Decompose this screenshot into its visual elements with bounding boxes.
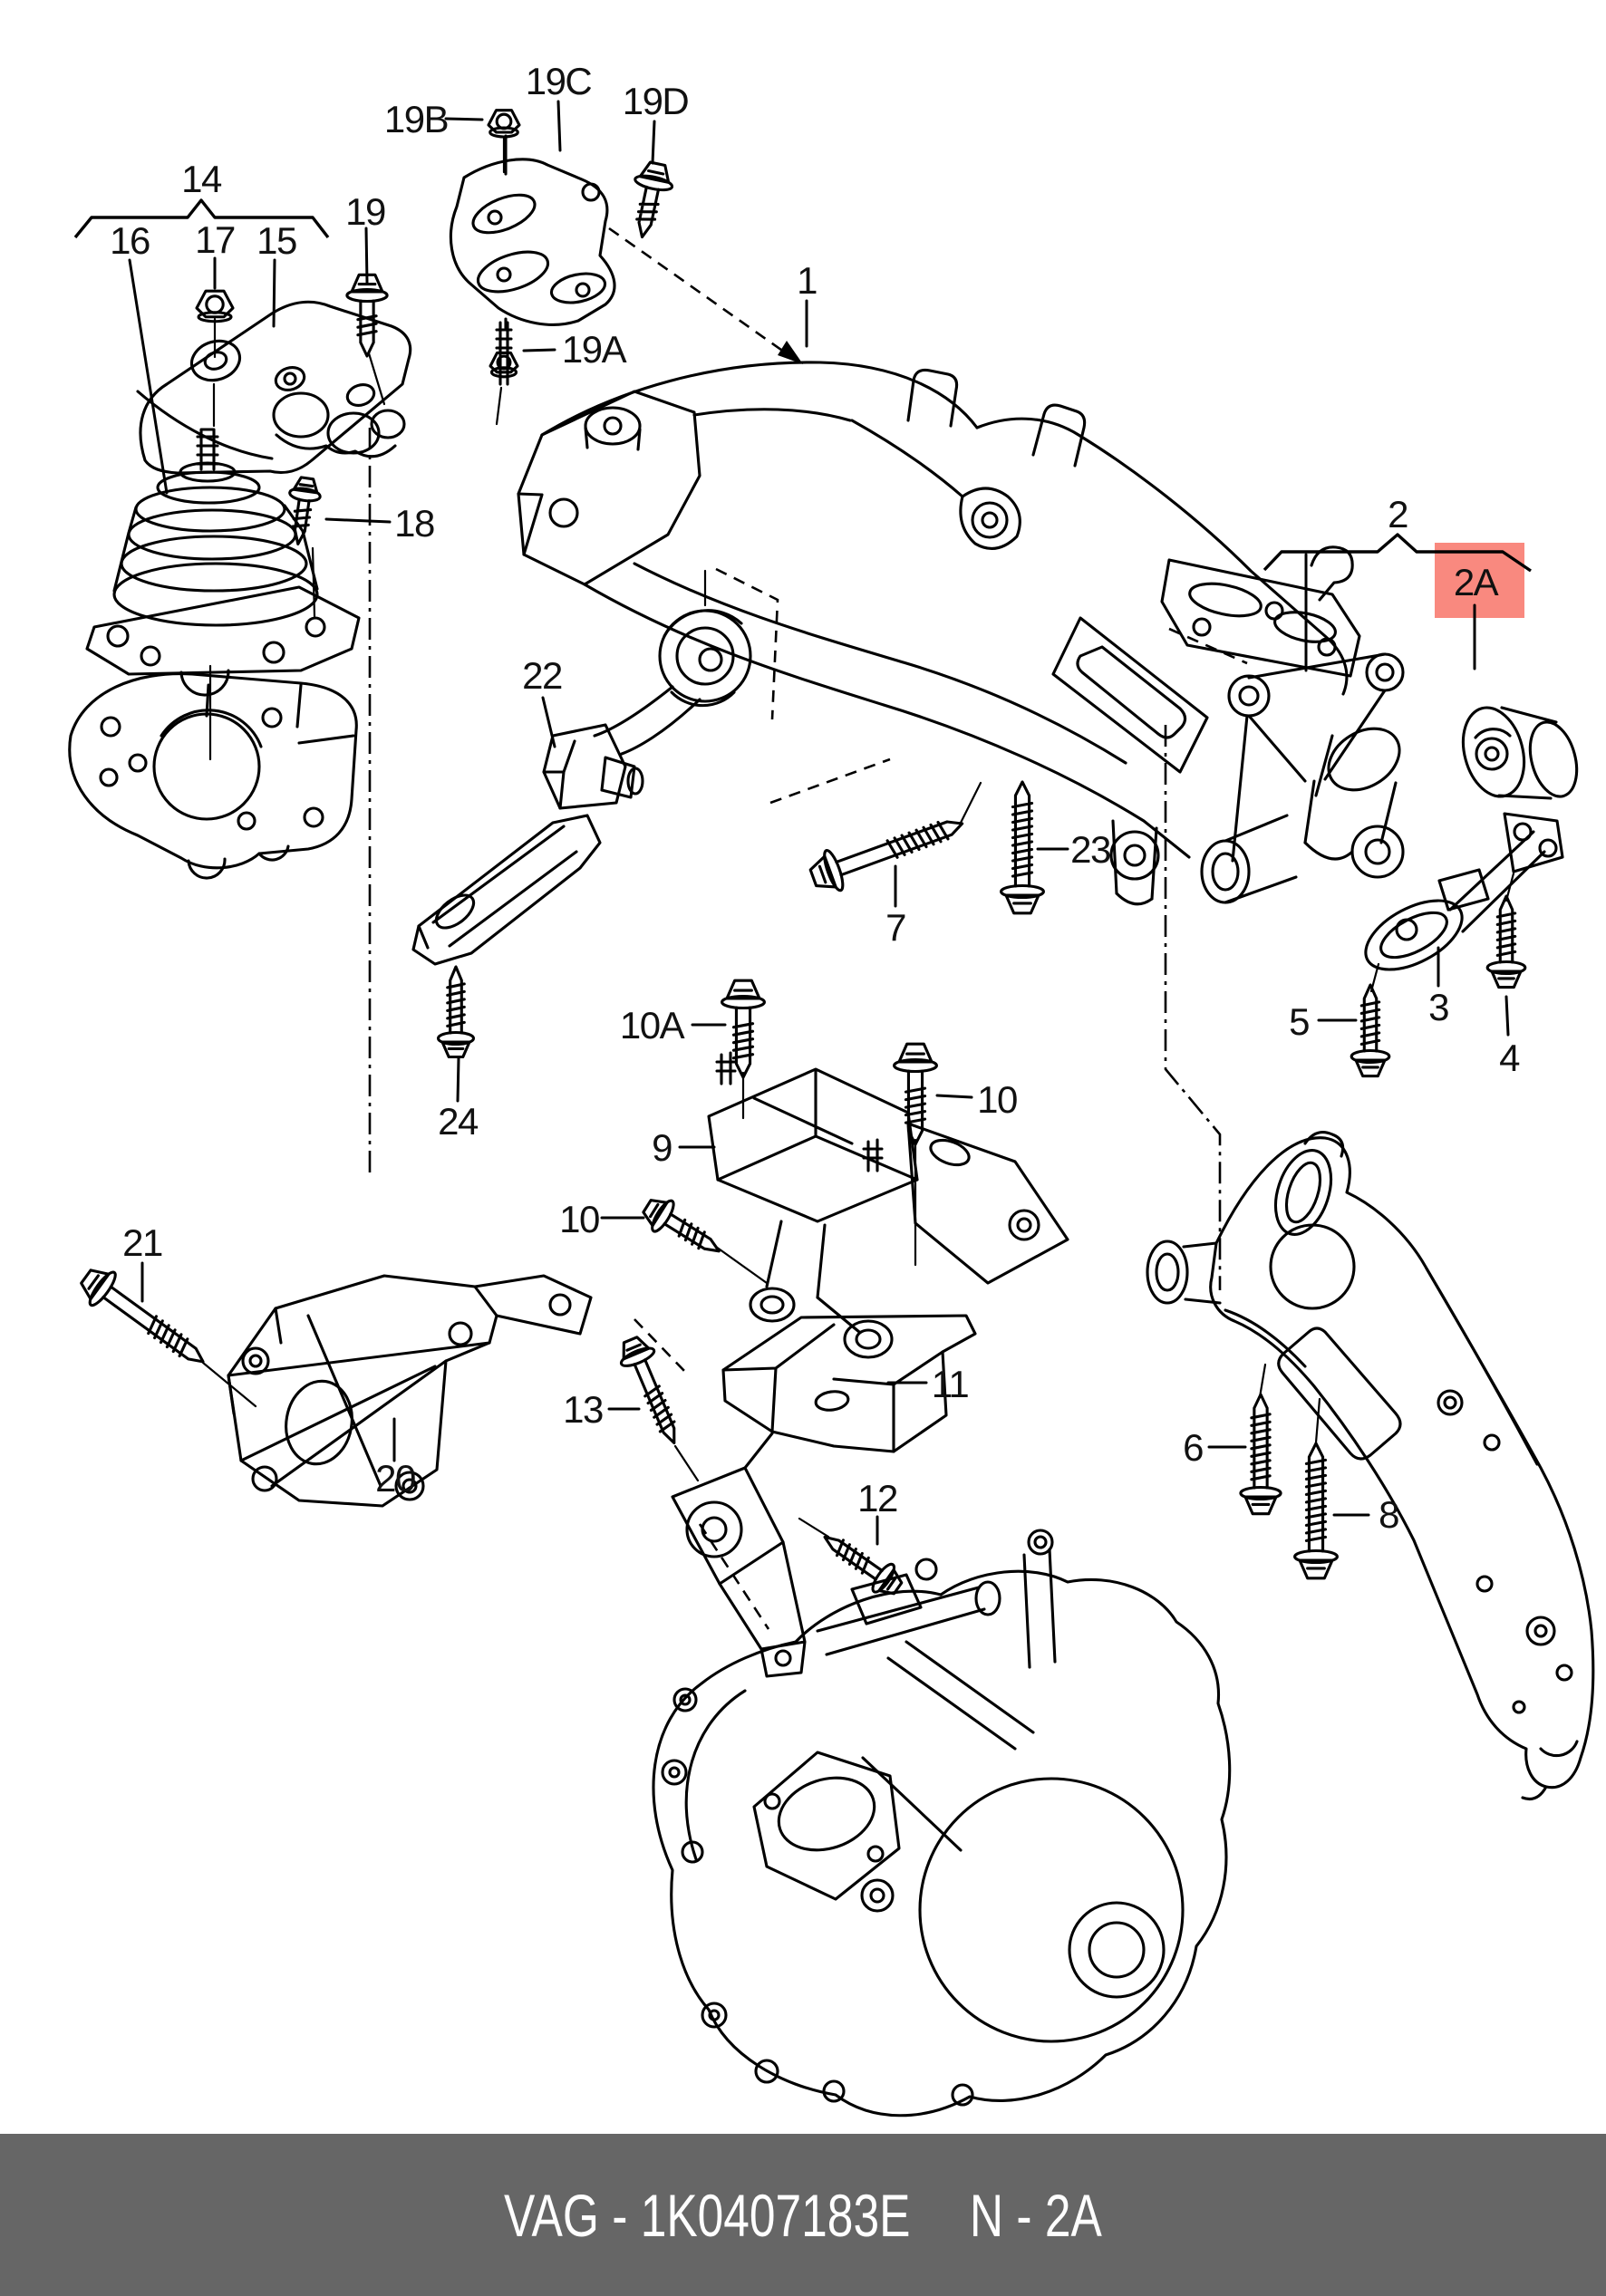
part-label-5[interactable]: 5: [1289, 1000, 1311, 1043]
part-label-19c[interactable]: 19C: [526, 60, 593, 102]
bolt-icon: [1293, 1442, 1339, 1580]
part-label-6[interactable]: 6: [1183, 1426, 1204, 1469]
part-label-8[interactable]: 8: [1379, 1493, 1400, 1536]
part-label-3[interactable]: 3: [1428, 986, 1450, 1028]
leader-lines: [73, 100, 1532, 1546]
footer-catalog-code: VAG - 1K0407183E: [504, 2181, 911, 2249]
part-label-19a[interactable]: 19A: [562, 328, 628, 371]
bolt-icon: [823, 1535, 904, 1596]
bolt-icon: [436, 965, 476, 1059]
bolt-icon: [893, 1042, 938, 1146]
part-label-18[interactable]: 18: [394, 502, 435, 545]
part-label-21[interactable]: 21: [122, 1221, 163, 1264]
part-label-10-right[interactable]: 10: [977, 1078, 1018, 1121]
bolt-icon: [634, 160, 674, 239]
part-label-10a[interactable]: 10A: [620, 1004, 686, 1047]
part-label-24[interactable]: 24: [438, 1100, 479, 1143]
bolt-icon: [808, 820, 964, 892]
bolt-icon: [345, 273, 389, 358]
part-label-17[interactable]: 17: [195, 218, 236, 261]
part-label-14[interactable]: 14: [181, 158, 223, 200]
part-label-16[interactable]: 16: [110, 219, 150, 262]
fasteners: [80, 109, 1527, 1596]
reference-lines: [201, 136, 1515, 1630]
nut-icon: [195, 289, 235, 323]
bolt-icon: [1239, 1393, 1282, 1516]
part-label-15[interactable]: 15: [256, 219, 297, 262]
part-label-7[interactable]: 7: [885, 906, 907, 949]
bolt-icon: [288, 476, 322, 545]
bolt-icon: [619, 1336, 676, 1445]
group-bracket-14: [73, 198, 330, 239]
bolt-icon: [642, 1199, 721, 1253]
part-label-19d[interactable]: 19D: [623, 80, 690, 122]
part-label-23[interactable]: 23: [1070, 828, 1111, 871]
footer-bar: VAG - 1K0407183E N - 2A: [0, 2134, 1606, 2296]
bolt-icon: [80, 1269, 205, 1364]
part-label-1[interactable]: 1: [797, 259, 818, 302]
part-outlines: [68, 134, 1595, 2118]
part-label-19[interactable]: 19: [345, 190, 386, 233]
part-label-2a[interactable]: 2A: [1454, 561, 1500, 603]
bolt-icon: [1350, 983, 1391, 1078]
part-label-4[interactable]: 4: [1499, 1037, 1522, 1079]
part-label-12[interactable]: 12: [857, 1477, 898, 1519]
nut-icon: [489, 351, 519, 379]
bolt-icon: [1000, 780, 1045, 915]
footer-page-code: N - 2A: [969, 2181, 1102, 2249]
part-label-19b[interactable]: 19B: [384, 98, 450, 140]
part-label-11[interactable]: 11: [932, 1363, 970, 1405]
bolt-icon: [721, 979, 766, 1079]
bolt-icon: [1485, 894, 1527, 989]
part-label-10-left[interactable]: 10: [559, 1198, 600, 1240]
part-label-2[interactable]: 2: [1388, 493, 1409, 535]
nut-icon: [487, 109, 521, 139]
part-label-13[interactable]: 13: [563, 1388, 604, 1431]
part-label-20[interactable]: 20: [375, 1457, 416, 1500]
part-label-22[interactable]: 22: [522, 654, 563, 697]
part-label-9[interactable]: 9: [652, 1126, 673, 1169]
group-bracket-2: [1263, 533, 1532, 573]
